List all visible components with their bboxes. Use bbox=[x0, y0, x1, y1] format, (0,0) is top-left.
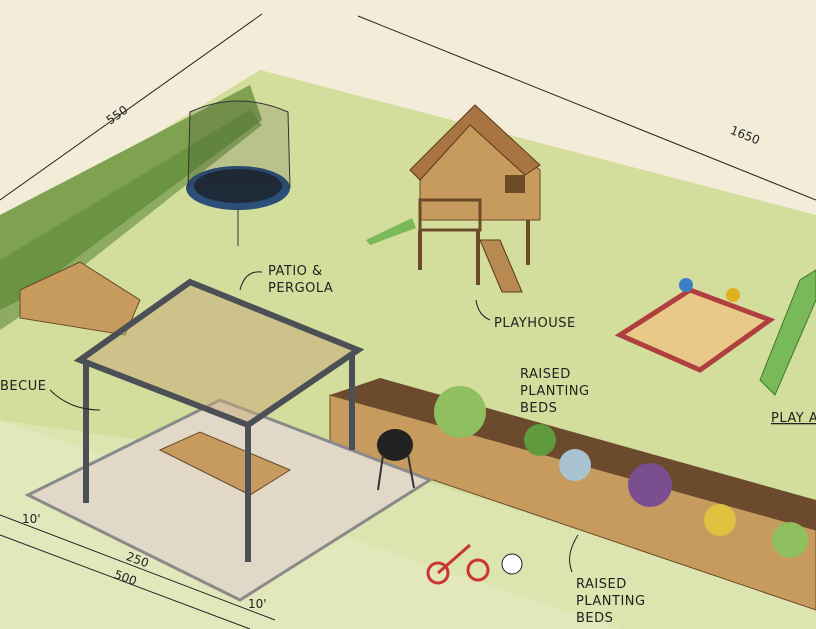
leader-patio bbox=[239, 271, 263, 291]
pergola bbox=[73, 278, 365, 562]
label-raised-beds-bottom-3: BEDS bbox=[576, 611, 613, 626]
label-patio-pergola-2: PERGOLA bbox=[268, 281, 333, 296]
label-raised-beds-bottom-2: PLANTING bbox=[576, 594, 646, 609]
label-raised-beds-top-2: PLANTING bbox=[520, 384, 590, 399]
slide bbox=[759, 269, 816, 396]
label-raised-beds-top-3: BEDS bbox=[520, 401, 557, 416]
label-barbecue: BECUE bbox=[0, 379, 46, 394]
dim-offset-left: 10' bbox=[22, 512, 41, 526]
label-playhouse: PLAYHOUSE bbox=[494, 316, 576, 331]
dim-line-left bbox=[0, 13, 263, 201]
trampoline bbox=[186, 100, 291, 246]
patio bbox=[24, 398, 434, 602]
dim-line-back bbox=[357, 15, 816, 201]
playhouse bbox=[366, 104, 541, 293]
dim-line-patio-total bbox=[0, 534, 251, 629]
raised-bed-left bbox=[19, 261, 141, 336]
dim-offset-right: 10' bbox=[248, 597, 267, 611]
leader-playhouse bbox=[475, 299, 491, 321]
leader-barbecue bbox=[49, 389, 101, 411]
raised-bed-long bbox=[329, 378, 816, 611]
picnic-table bbox=[158, 431, 292, 496]
soccer-ball bbox=[501, 553, 523, 575]
dim-1650: 1650 bbox=[728, 123, 762, 147]
leader-raised-beds-bottom bbox=[569, 534, 579, 573]
tricycle bbox=[426, 543, 490, 585]
label-patio-pergola-1: PATIO & bbox=[268, 264, 323, 279]
barbecue-grill bbox=[377, 429, 415, 491]
dim-line-patio-inner bbox=[0, 514, 276, 621]
label-raised-beds-top-1: RAISED bbox=[520, 367, 571, 382]
label-play-area: PLAY A bbox=[771, 411, 816, 426]
label-raised-beds-bottom-1: RAISED bbox=[576, 577, 627, 592]
sandbox bbox=[614, 278, 776, 373]
